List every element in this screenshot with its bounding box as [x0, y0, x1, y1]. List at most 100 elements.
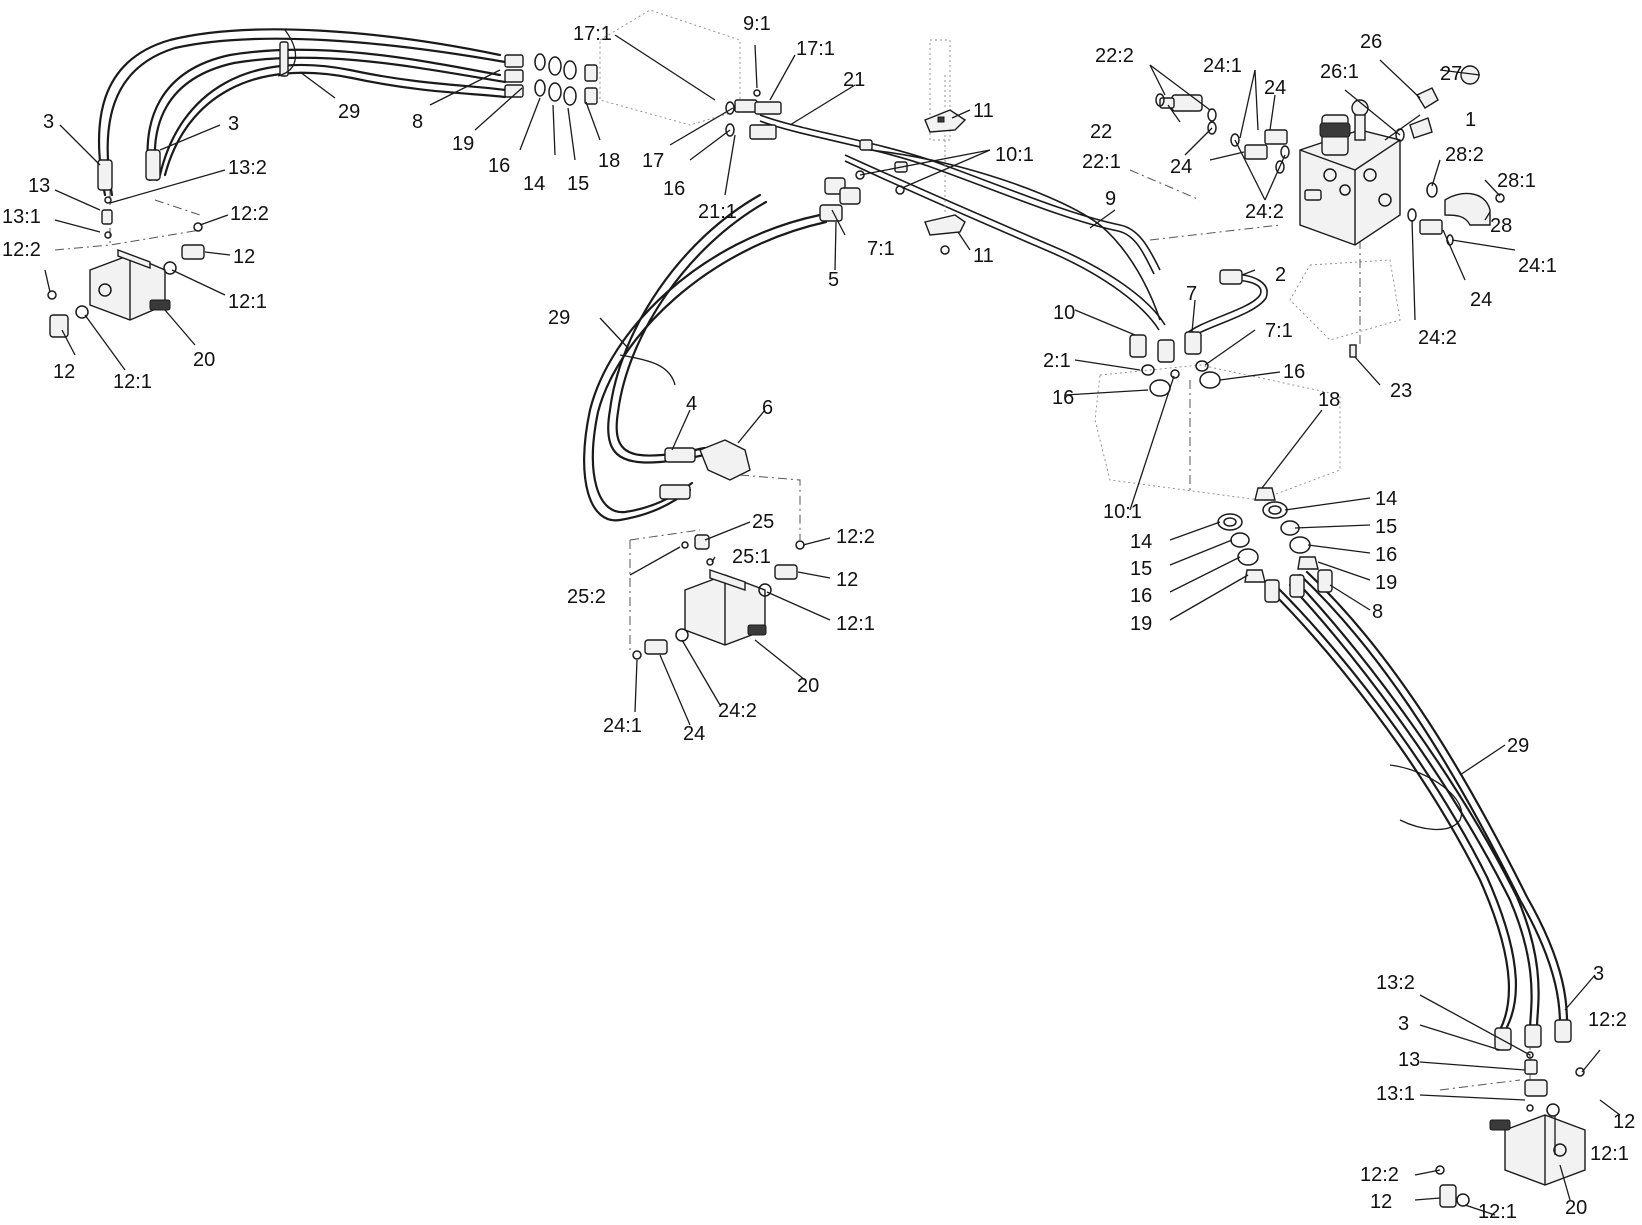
callout: 13 [28, 175, 50, 197]
callout: 4 [686, 393, 697, 415]
callout: 29 [1507, 735, 1529, 757]
ghost-outlines [599, 9, 1401, 501]
callout: 16 [1375, 544, 1397, 566]
hose-bundle-center [583, 193, 828, 522]
pump-motor-right [1435, 1051, 1586, 1208]
callout: 1 [1465, 109, 1476, 131]
callout: 21:1 [698, 201, 737, 223]
callout: 15 [1375, 516, 1397, 538]
cable-ties [277, 29, 1463, 831]
callout: 17:1 [796, 38, 835, 60]
callout: 8 [412, 111, 423, 133]
callout: 12:2 [1588, 1009, 1627, 1031]
top-fittings-group [279, 41, 782, 140]
callout: 29 [548, 307, 570, 329]
callout: 19 [1130, 613, 1152, 635]
callout: 24:1 [603, 715, 642, 737]
callout: 13 [1398, 1049, 1420, 1071]
right-hose-ends [97, 149, 1572, 1051]
clamp-11 [924, 75, 967, 255]
callout: 13:2 [1376, 972, 1415, 994]
callout: 10:1 [1103, 501, 1142, 523]
callout: 28 [1490, 215, 1512, 237]
callout: 14 [1375, 488, 1397, 510]
callout: 27 [1440, 63, 1462, 85]
callout: 16 [1052, 387, 1074, 409]
callout: 14 [523, 173, 545, 195]
hose-bundle-right [1268, 570, 1569, 1032]
callout: 19 [452, 133, 474, 155]
hose-bundle-top-left [97, 28, 507, 197]
callout: 12 [1370, 1191, 1392, 1213]
callout: 15 [1130, 558, 1152, 580]
callout: 28:1 [1497, 170, 1536, 192]
callout: 19 [1375, 572, 1397, 594]
callout: 12:2 [1360, 1164, 1399, 1186]
callout: 22 [1090, 121, 1112, 143]
callout: 16 [488, 155, 510, 177]
callout: 24 [1264, 77, 1286, 99]
callout: 24:2 [1418, 327, 1457, 349]
callout: 29 [338, 101, 360, 123]
pump-motor-left [47, 196, 205, 338]
callout: 12:1 [113, 371, 152, 393]
callout: 3 [228, 113, 239, 135]
callout: 12 [233, 246, 255, 268]
pump-motor-center [632, 534, 805, 660]
callout: 3 [43, 111, 54, 133]
callout: 23 [1390, 380, 1412, 402]
callout: 10 [1053, 302, 1075, 324]
callout: 24 [683, 723, 705, 745]
callout: 13:1 [2, 206, 41, 228]
callout: 3 [1398, 1013, 1409, 1035]
callout: 20 [1565, 1197, 1587, 1219]
callout: 12:2 [836, 526, 875, 548]
callout: 12:1 [1478, 1201, 1517, 1223]
callout: 3 [1593, 963, 1604, 985]
callout: 7:1 [867, 238, 895, 260]
callout: 14 [1130, 531, 1152, 553]
callout: 22:2 [1095, 45, 1134, 67]
callout: 12:1 [836, 613, 875, 635]
callout: 24:2 [1245, 201, 1284, 223]
callout: 24:1 [1203, 55, 1242, 77]
callout: 7:1 [1265, 320, 1293, 342]
callout: 17 [642, 150, 664, 172]
callout: 10:1 [995, 144, 1034, 166]
callout: 22:1 [1082, 151, 1121, 173]
callout: 24:1 [1518, 255, 1557, 277]
callout: 2 [1275, 264, 1286, 286]
callout: 21 [843, 69, 865, 91]
callout: 15 [567, 173, 589, 195]
callout: 18 [1318, 389, 1340, 411]
callout: 16 [1283, 361, 1305, 383]
callout: 2:1 [1043, 350, 1071, 372]
callout: 5 [828, 269, 839, 291]
right-seal-stack [1217, 487, 1333, 603]
callout: 20 [797, 675, 819, 697]
callout: 18 [598, 150, 620, 172]
callout-labels: 17:1 9:1 17:1 21 29 8 19 16 14 15 18 17 … [2, 13, 1635, 1223]
callout: 8 [1372, 601, 1383, 623]
callout: 12 [53, 361, 75, 383]
callout: 12 [1613, 1111, 1635, 1133]
callout: 25 [752, 511, 774, 533]
callout: 12:2 [230, 203, 269, 225]
callout: 9 [1105, 188, 1116, 210]
callout: 16 [663, 178, 685, 200]
callout: 28:2 [1445, 144, 1484, 166]
callout: 11 [973, 245, 994, 267]
callout: 12:1 [228, 291, 267, 313]
callout: 12 [836, 569, 858, 591]
callout: 24:2 [718, 700, 757, 722]
leader-lines [44, 34, 1621, 1216]
hose-elbow-6 [659, 439, 751, 500]
callout: 9:1 [743, 13, 771, 35]
callout: 25:2 [567, 586, 606, 608]
callout: 20 [193, 349, 215, 371]
callout: 7 [1186, 283, 1197, 305]
callout: 12:1 [1590, 1143, 1629, 1165]
callout: 26:1 [1320, 61, 1359, 83]
valve-manifold-block [1299, 99, 1401, 246]
